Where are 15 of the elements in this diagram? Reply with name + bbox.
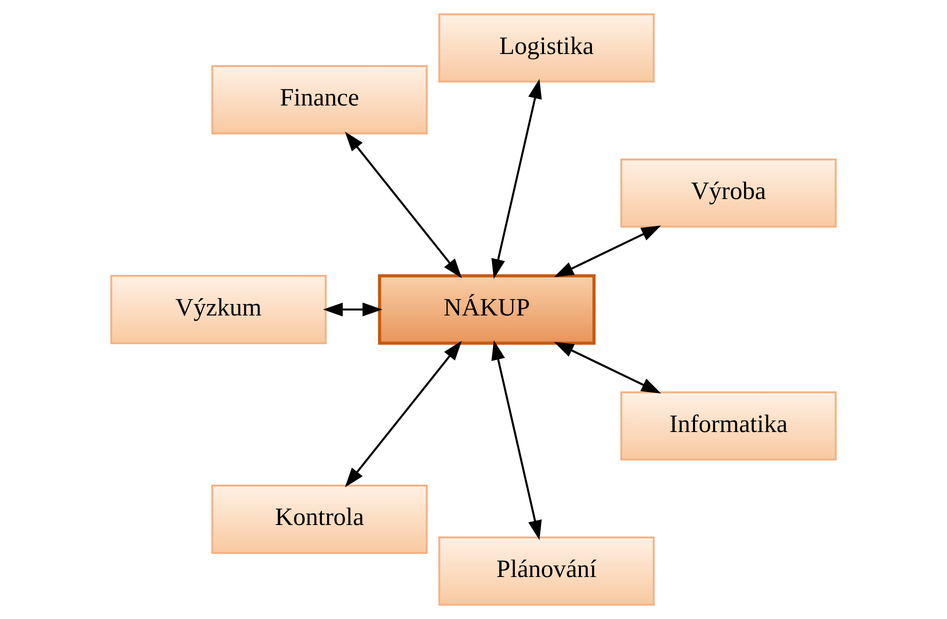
arrow	[554, 342, 662, 394]
arrow	[344, 132, 462, 278]
node-box: Plánování	[438, 536, 655, 606]
arrow	[491, 78, 542, 279]
node-box: Výzkum	[110, 274, 327, 344]
arrow	[323, 302, 382, 316]
node-box: Informatika	[620, 391, 837, 460]
node-box: Logistika	[438, 13, 655, 83]
node-box: NÁKUP	[378, 274, 596, 345]
node-box: Výroba	[620, 158, 837, 228]
arrow	[554, 226, 662, 278]
arrow	[344, 340, 462, 488]
arrow	[491, 340, 542, 540]
node-box: Kontrola	[211, 484, 428, 554]
node-box: Finance	[211, 65, 428, 134]
